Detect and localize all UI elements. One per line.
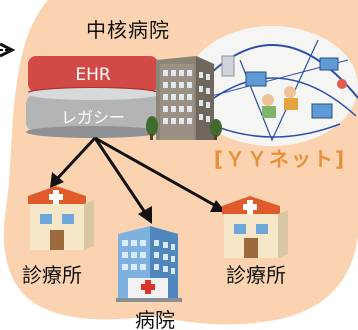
clinic-right-label: 診療所 xyxy=(226,263,286,287)
chevron-right-icon xyxy=(0,42,16,58)
hub-hospital-title: 中核病院 xyxy=(86,18,170,42)
legacy-system-label: レガシー xyxy=(60,108,125,127)
network-dome-icon xyxy=(186,26,358,146)
hospital-label: 病院 xyxy=(135,308,175,330)
clinic-right-icon xyxy=(222,196,288,258)
clinic-left-label: 診療所 xyxy=(22,263,82,287)
hospital-building-icon xyxy=(146,56,222,140)
clinic-left-icon xyxy=(28,186,94,250)
ehr-label: EHR xyxy=(75,65,111,85)
legacy-band xyxy=(26,88,160,138)
network-name-label: [ＹＹネット] xyxy=(213,147,347,171)
hospital-tower-icon xyxy=(116,226,182,302)
